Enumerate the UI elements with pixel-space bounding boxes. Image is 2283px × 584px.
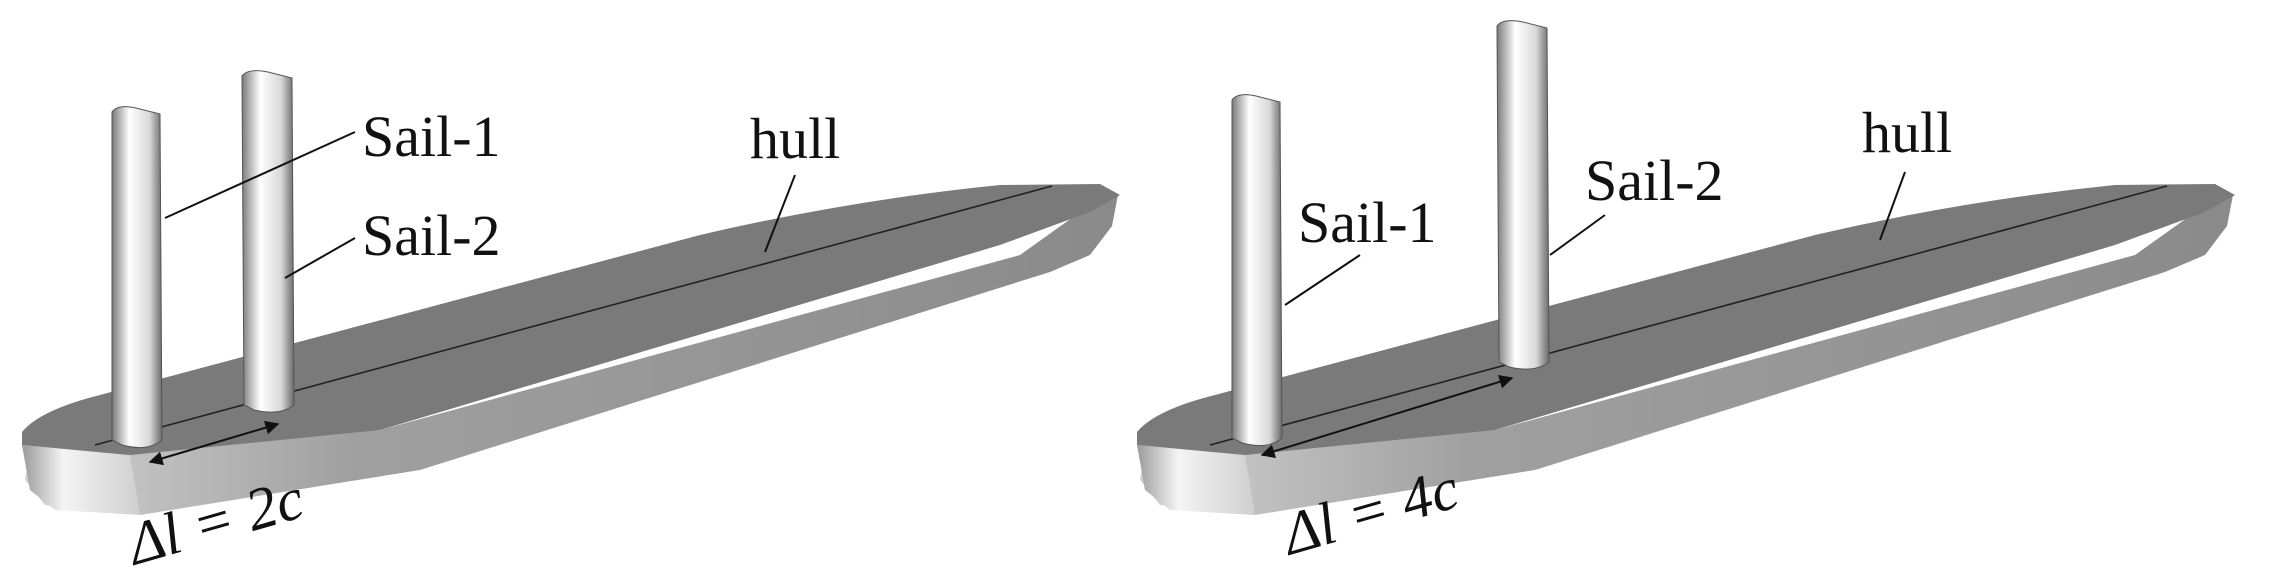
hull-stern-face — [22, 445, 140, 515]
sail-1-shape — [111, 106, 163, 449]
sail-2-leader — [1549, 214, 1606, 256]
sail-1-shape — [1231, 94, 1283, 447]
panel-left: Sail-1 Sail-2 hull Δl = 2c — [22, 70, 1120, 578]
panel-right: Sail-1 Sail-2 hull Δl = 4c — [1137, 20, 2235, 568]
sail-1-label: Sail-1 — [362, 104, 501, 169]
hull-label: hull — [1862, 100, 1952, 165]
sail-2-label: Sail-2 — [362, 203, 501, 268]
sail-2-leader — [284, 237, 356, 279]
hull-label: hull — [750, 106, 840, 171]
hull-leader — [764, 174, 796, 253]
hull-stern-face — [1137, 445, 1255, 515]
hull-leader — [1879, 171, 1906, 241]
sail-2-shape — [241, 70, 295, 413]
sail-1-leader — [1284, 254, 1361, 306]
sail-1-label: Sail-1 — [1298, 190, 1437, 255]
sail-1-leader — [164, 131, 356, 219]
sail-2-shape — [1496, 20, 1550, 370]
spacing-arrow — [1260, 375, 1514, 458]
hull-deck — [22, 184, 1120, 455]
spacing-arrow — [148, 420, 280, 466]
sail-2-label: Sail-2 — [1585, 148, 1724, 213]
